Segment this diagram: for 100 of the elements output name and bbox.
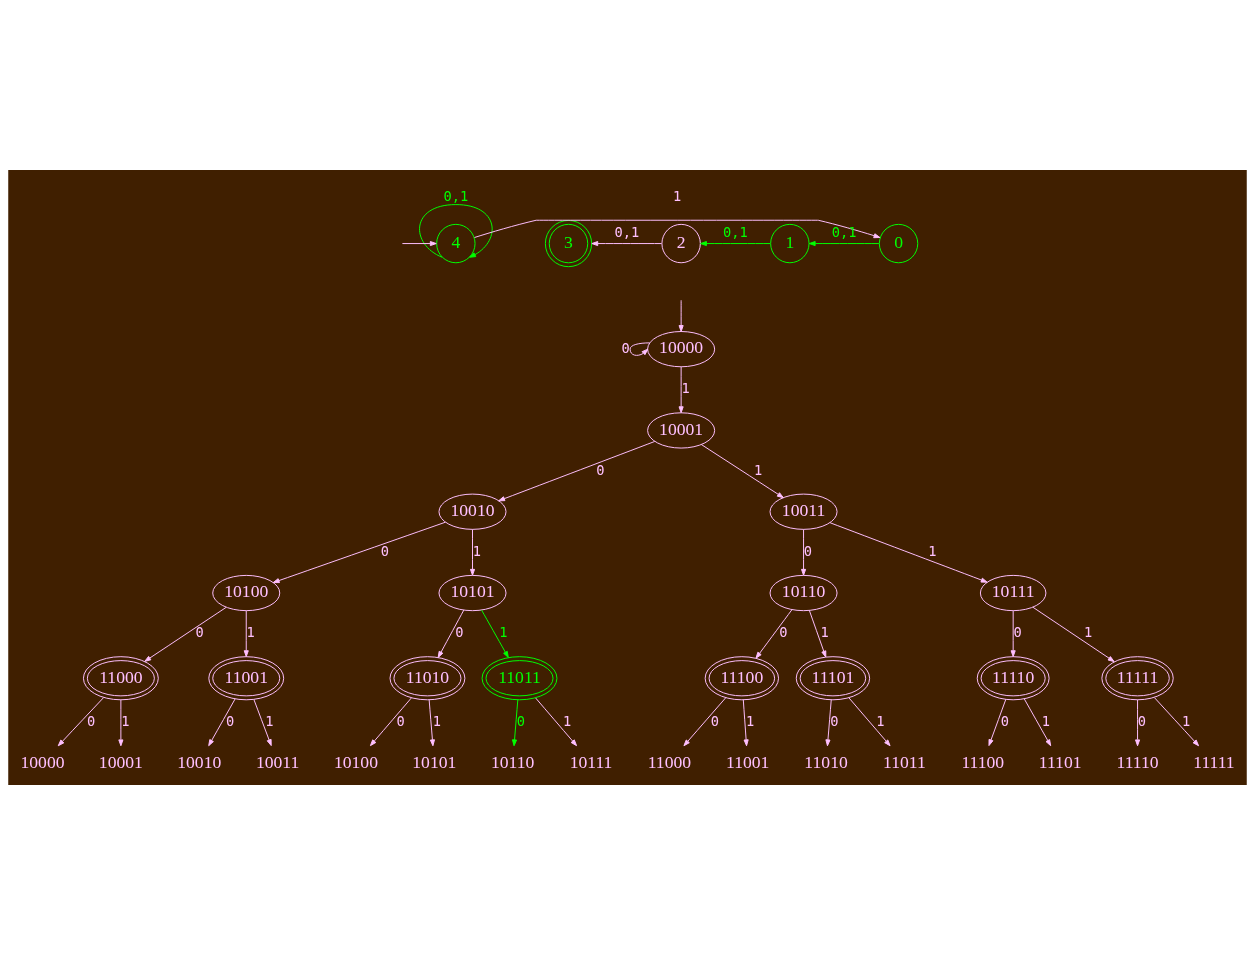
edge-label: 1 — [472, 543, 482, 559]
arrow — [401, 241, 437, 247]
node-circle: 0 — [878, 223, 919, 264]
edge-label: 0 — [396, 713, 405, 730]
arrow — [419, 204, 493, 258]
node-ellipse: 11110 — [976, 656, 1050, 701]
edge-label: 1 — [876, 713, 885, 730]
node-ellipse: 10110 — [769, 574, 838, 612]
arrow — [1135, 699, 1141, 747]
edge-label: 0,1 — [723, 223, 748, 240]
arrow — [437, 609, 465, 658]
node-text: 11111 — [1193, 751, 1235, 772]
edge-label: 0 — [779, 624, 788, 641]
edge-label: 1 — [820, 624, 829, 641]
node-ellipse: 10001 — [647, 412, 716, 449]
edge-label: 0 — [830, 713, 839, 730]
arrow — [1023, 698, 1052, 747]
arrow — [678, 299, 684, 332]
arrow — [1010, 610, 1016, 658]
arrow — [848, 697, 891, 747]
arrow — [755, 609, 793, 659]
edge-label: 0,1 — [831, 223, 857, 240]
node-text: 10100 — [333, 751, 378, 772]
node-text: 10000 — [20, 751, 65, 772]
node-text: 10110 — [490, 751, 535, 772]
arrow — [481, 609, 509, 658]
node-text: 10001 — [98, 751, 143, 772]
edge-label: 1 — [432, 713, 441, 730]
node-text: 10101 — [412, 751, 457, 772]
arrow — [629, 342, 651, 356]
node-ellipse: 11100 — [704, 656, 780, 701]
edge-label: 1 — [1083, 624, 1093, 641]
arrow — [253, 698, 272, 747]
node-circle: 1 — [770, 223, 810, 264]
arrow — [243, 610, 249, 658]
node-text: 10010 — [177, 751, 222, 772]
edge-label: 1 — [1181, 713, 1191, 730]
edge-label: 1 — [1041, 713, 1051, 730]
node-text: 11110 — [1116, 751, 1159, 772]
edge-label: 0 — [1137, 713, 1147, 730]
node-ellipse: 10000 — [647, 331, 716, 368]
arrow — [808, 241, 880, 247]
arrow — [144, 606, 227, 662]
edge-label: 1 — [928, 543, 937, 559]
node-ellipse: 10101 — [438, 574, 507, 612]
node-ellipse: 11011 — [481, 656, 558, 701]
arrow — [118, 699, 124, 747]
arrow — [988, 698, 1007, 747]
arrow — [808, 609, 827, 658]
arrow — [591, 241, 663, 247]
arrow — [825, 699, 832, 747]
node-text: 11101 — [1038, 751, 1082, 772]
node-text: 11100 — [961, 751, 1005, 772]
edge-label: 0 — [621, 339, 630, 356]
edge-label: 1 — [121, 713, 130, 730]
arrow — [742, 699, 749, 747]
edge-label: 0 — [516, 713, 526, 730]
edge-label: 1 — [562, 713, 572, 730]
node-ellipse: 11001 — [208, 656, 285, 701]
arrow — [1154, 697, 1200, 747]
arrow — [469, 529, 476, 576]
arrow — [700, 444, 784, 499]
edge-label: 0 — [710, 713, 720, 730]
edge-label: 0,1 — [614, 223, 640, 240]
arrow — [1032, 606, 1115, 663]
edge-label: 1 — [746, 713, 755, 730]
edge-label: 0 — [195, 624, 204, 641]
edge-label: 0 — [380, 543, 389, 559]
arrow — [683, 697, 727, 747]
arrow — [369, 697, 412, 747]
edge-label: 0 — [455, 624, 464, 641]
node-text: 10011 — [255, 751, 300, 772]
arrow — [208, 698, 236, 747]
node-circle: 3 — [544, 219, 593, 268]
edge-label: 0 — [225, 713, 235, 730]
arrow — [829, 522, 988, 583]
arrow — [57, 697, 104, 747]
node-text: 10111 — [569, 751, 613, 772]
edge-label: 1 — [499, 624, 508, 641]
node-text: 11001 — [726, 751, 770, 772]
node-ellipse: 11010 — [389, 656, 466, 701]
edge-label: 1 — [753, 461, 763, 478]
node-text: 11011 — [883, 751, 926, 772]
edge-label: 0 — [1000, 713, 1009, 730]
node-ellipse: 11101 — [795, 656, 871, 701]
arrow — [428, 699, 435, 747]
node-circle: 2 — [661, 223, 701, 264]
arrow — [272, 521, 446, 584]
arrow — [678, 366, 684, 414]
edge-label: 1 — [681, 380, 690, 397]
edge-label: 0 — [86, 713, 96, 730]
edge-label: 0 — [1013, 624, 1022, 641]
edge-label: 1 — [673, 187, 682, 204]
arrow — [498, 441, 656, 502]
arrow — [511, 699, 519, 747]
arrow — [474, 219, 881, 239]
edge-label: 0 — [803, 543, 813, 559]
node-text: 11010 — [804, 751, 848, 772]
arrow — [535, 697, 578, 747]
arrow — [700, 241, 771, 247]
